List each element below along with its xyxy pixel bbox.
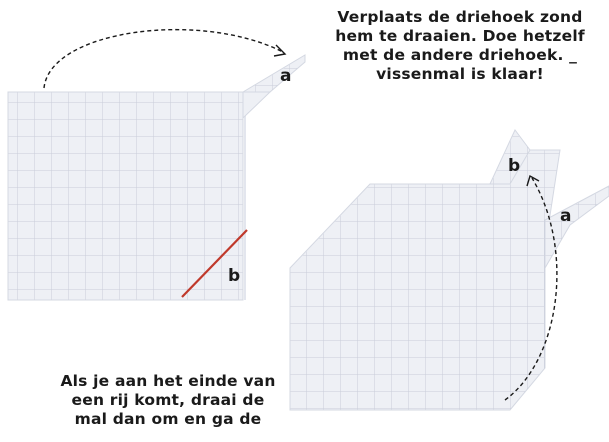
label-right-a: a (560, 206, 572, 226)
cut-line (181, 229, 248, 298)
instruction-top-line-2: hem te draaien. Doe hetzelf (335, 27, 585, 45)
arrowhead-left-icon (273, 44, 287, 57)
instruction-top-line-4: vissenmal is klaar! (376, 65, 544, 83)
right-triangle-side (544, 185, 609, 270)
instruction-bottom: Als je aan het einde van een rij komt, d… (38, 372, 298, 429)
label-left-b: b (228, 266, 241, 286)
instruction-top-line-3: met de andere driehoek. _ (342, 46, 578, 64)
instruction-top-line-1: Verplaats de driehoek zond (337, 8, 583, 26)
right-grid-paper (289, 149, 561, 411)
label-left-a: a (280, 66, 292, 86)
arrowhead-right-icon (526, 174, 540, 187)
left-grid-paper (7, 91, 246, 301)
instruction-bottom-line-3: mal dan om en ga de (74, 410, 262, 428)
instruction-bottom-line-2: een rij komt, draai de (71, 391, 265, 409)
instruction-bottom-line-1: Als je aan het einde van (60, 372, 276, 390)
left-triangle-tab (241, 54, 306, 120)
instruction-top: Verplaats de driehoek zond hem te draaie… (305, 8, 609, 84)
right-triangle-top (489, 129, 531, 185)
move-arrow-left (43, 29, 284, 89)
move-arrow-right (504, 177, 558, 401)
label-right-b: b (508, 156, 521, 176)
